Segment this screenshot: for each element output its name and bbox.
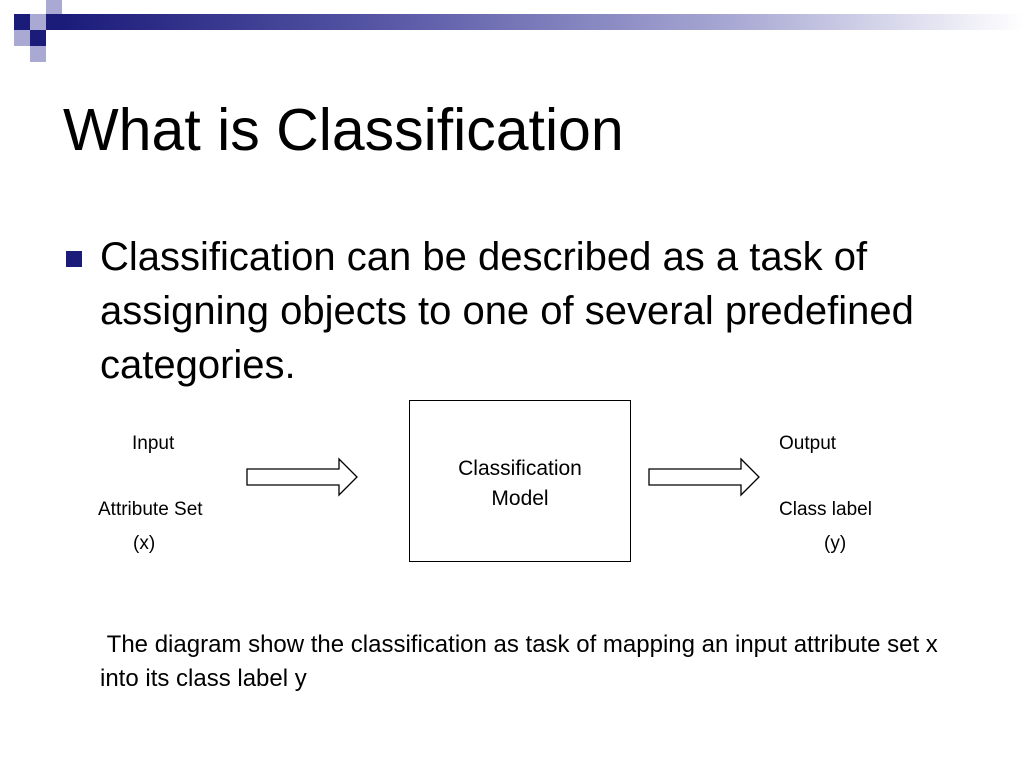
model-label-line1: Classification xyxy=(458,457,582,480)
slide-title: What is Classification xyxy=(63,97,624,163)
deco-square xyxy=(30,30,46,46)
square-bullet-icon xyxy=(66,251,82,267)
model-label: Classification Model xyxy=(409,454,631,514)
deco-square xyxy=(30,14,46,30)
header-gradient-bar xyxy=(62,14,1024,30)
output-label: Output xyxy=(779,433,837,454)
model-label-line2: Model xyxy=(491,487,549,510)
deco-square xyxy=(14,14,30,30)
attribute-set-label: Attribute Set xyxy=(98,499,203,520)
deco-square xyxy=(30,46,46,62)
deco-square xyxy=(46,14,62,30)
classification-model-box xyxy=(409,400,631,562)
diagram-caption: The diagram show the classification as t… xyxy=(100,631,945,692)
x-label: (x) xyxy=(133,533,156,554)
deco-square xyxy=(46,0,62,14)
header-decoration xyxy=(0,0,1024,62)
class-label: Class label xyxy=(779,499,872,520)
input-label: Input xyxy=(132,433,175,454)
input-arrow-icon xyxy=(246,457,358,497)
deco-square xyxy=(14,30,30,46)
bullet-text: Classification can be described as a tas… xyxy=(100,235,914,387)
y-label: (y) xyxy=(824,533,847,554)
output-arrow-icon xyxy=(648,457,760,497)
